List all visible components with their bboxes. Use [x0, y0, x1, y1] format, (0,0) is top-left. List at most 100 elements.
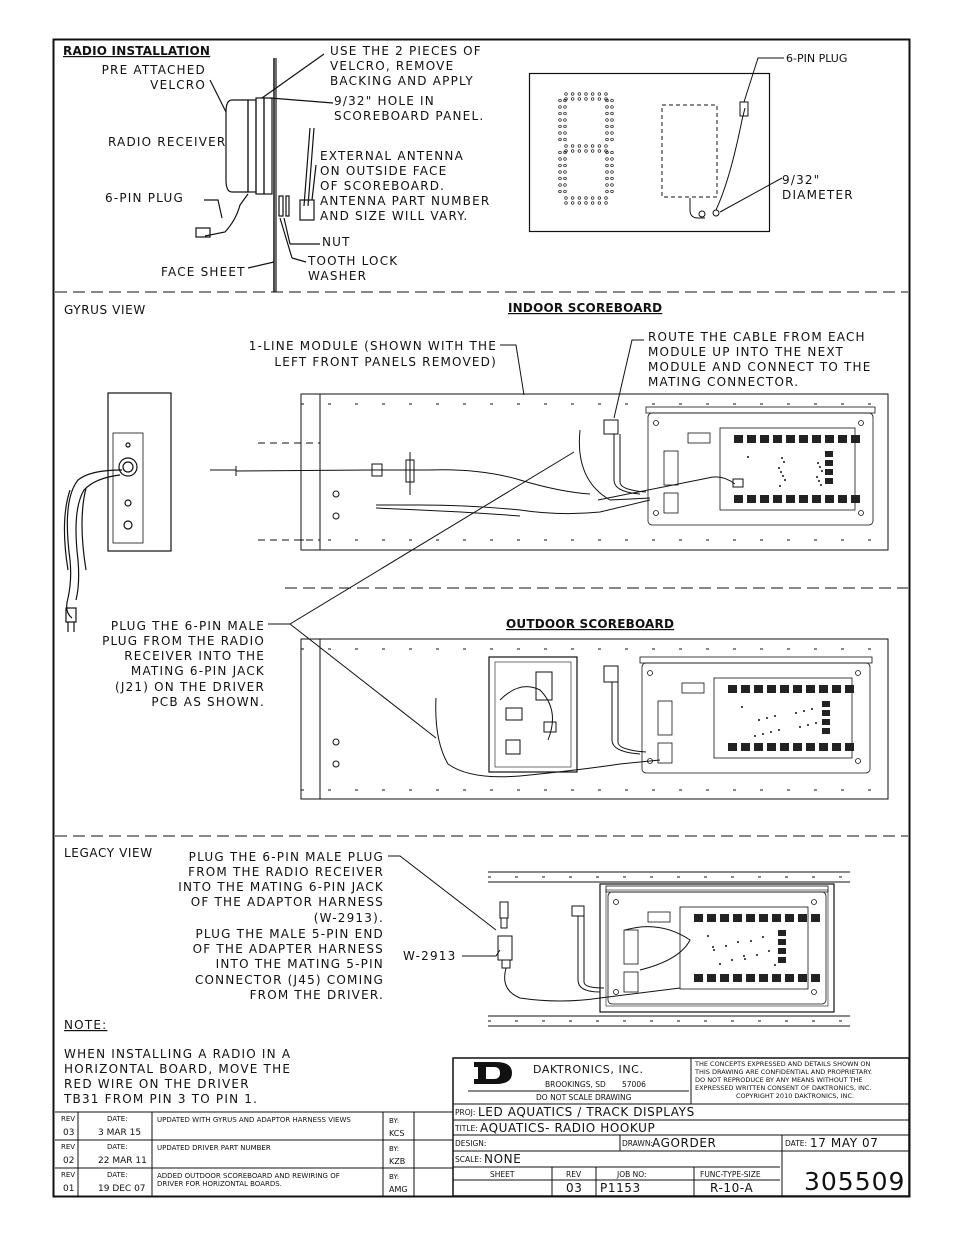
outdoor-driver-pcb: [639, 656, 873, 774]
washer-label-1: TOOTH LOCK: [307, 254, 398, 268]
drawn-by: AGORDER: [652, 1136, 716, 1150]
rev-date-label: DATE:: [107, 1171, 128, 1179]
digit-display: [558, 92, 614, 205]
velcro-label-2: VELCRO: [150, 78, 206, 92]
use-velcro-3: BACKING AND APPLY: [330, 74, 474, 88]
confidential-3: DO NOT REPRODUCE BY ANY MEANS WITHOUT TH…: [695, 1076, 863, 1084]
company-city: BROOKINGS, SD: [545, 1080, 606, 1089]
legacy-note-5: (W-2913).: [314, 911, 384, 925]
legacy-note-10: FROM THE DRIVER.: [250, 988, 384, 1002]
plug-label: 6-PIN PLUG: [105, 191, 184, 205]
confidential-1: THE CONCEPTS EXPRESSED AND DETAILS SHOWN…: [694, 1060, 871, 1068]
legacy-note-3: INTO THE MATING 6-PIN JACK: [178, 880, 384, 894]
rev-label: REV: [61, 1143, 75, 1151]
rev-label: REV: [61, 1115, 75, 1123]
proj-label: PROJ:: [455, 1108, 475, 1117]
legacy-note-8: INTO THE MATING 5-PIN: [216, 957, 384, 971]
outdoor-title: OUTDOOR SCOREBOARD: [506, 617, 674, 631]
plug-note-4: MATING 6-PIN JACK: [131, 664, 265, 678]
use-velcro-2: VELCRO, REMOVE: [330, 59, 454, 73]
indoor-title: INDOOR SCOREBOARD: [508, 301, 662, 315]
job-number: P1153: [600, 1181, 641, 1195]
legacy-note-7: OF THE ADAPTER HARNESS: [193, 942, 384, 956]
confidential-4: EXPRESSED WRITTEN CONSENT OF DAKTRONICS,…: [695, 1084, 871, 1092]
face-sheet-label: FACE SHEET: [161, 265, 246, 279]
rev-by: KCS: [389, 1129, 404, 1138]
title-block: DAKTRONICS, INC. BROOKINGS, SD 57006 THE…: [452, 1057, 910, 1197]
func-value: R-10-A: [710, 1181, 754, 1195]
antenna-label-4: ANTENNA PART NUMBER: [320, 194, 490, 208]
daktronics-logo-icon: [474, 1062, 512, 1084]
outdoor-cabinet: [300, 638, 889, 800]
note-line-2: HORIZONTAL BOARD, MOVE THE: [64, 1062, 291, 1076]
antenna-label-5: AND SIZE WILL VARY.: [320, 209, 468, 223]
date-label: DATE:: [785, 1139, 807, 1148]
plug-note-2: PLUG FROM THE RADIO: [102, 634, 265, 648]
legacy-note-6: PLUG THE MALE 5-PIN END: [195, 927, 384, 941]
hole-label-2: SCOREBOARD PANEL.: [334, 109, 484, 123]
note-line-4: TB31 FROM PIN 3 TO PIN 1.: [63, 1092, 258, 1106]
panel-front-view: 6-PIN PLUG 9/32" DIAMETER: [528, 52, 854, 233]
radio-receiver-box: [63, 392, 172, 632]
rev-description: UPDATED WITH GYRUS AND ADAPTOR HARNESS V…: [157, 1116, 351, 1124]
project-name: LED AQUATICS / TRACK DISPLAYS: [478, 1105, 695, 1119]
legacy-note-1: PLUG THE 6-PIN MALE PLUG: [189, 850, 384, 864]
use-velcro-1: USE THE 2 PIECES OF: [330, 44, 482, 58]
confidential-2: THIS DRAWING ARE CONFIDENTIAL AND PROPRI…: [694, 1068, 872, 1076]
plug-note-5: (J21) ON THE DRIVER: [115, 680, 265, 694]
drawing-number: 305509: [804, 1167, 905, 1196]
rev-date: 3 MAR 15: [98, 1128, 141, 1138]
receiver-label: RADIO RECEIVER: [108, 135, 226, 149]
module-label-1: 1-LINE MODULE (SHOWN WITH THE: [249, 339, 497, 353]
indoor-driver-pcb: [645, 406, 876, 526]
diameter-label-1: 9/32": [782, 173, 820, 187]
plug-note-6: PCB AS SHOWN.: [151, 695, 265, 709]
gyrus-title: GYRUS VIEW: [64, 303, 146, 317]
module-label-2: LEFT FRONT PANELS REMOVED): [274, 355, 497, 369]
legacy-view-section: LEGACY VIEW PLUG THE 6-PIN MALE PLUG FRO…: [63, 846, 850, 1106]
legacy-title: LEGACY VIEW: [64, 846, 153, 860]
note-line-1: WHEN INSTALLING A RADIO IN A: [64, 1047, 291, 1061]
note-line-3: RED WIRE ON THE DRIVER: [64, 1077, 250, 1091]
do-not-scale: DO NOT SCALE DRAWING: [536, 1093, 632, 1102]
washer-label-2: WASHER: [308, 269, 367, 283]
diameter-label-2: DIAMETER: [782, 188, 854, 202]
rev-date-label: DATE:: [107, 1115, 128, 1123]
rev-by-label: BY:: [389, 1117, 399, 1125]
route-label-1: ROUTE THE CABLE FROM EACH: [648, 330, 866, 344]
rev-date: 22 MAR 11: [98, 1156, 147, 1166]
indoor-cabinet: [210, 393, 889, 551]
sheet-label: SHEET: [490, 1170, 515, 1179]
rev-number: 01: [63, 1184, 74, 1194]
legacy-cabinet: [388, 855, 850, 1027]
rev-date: 19 DEC 07: [98, 1184, 146, 1194]
panel-plug-label: 6-PIN PLUG: [786, 52, 847, 65]
radio-installation-section: RADIO INSTALLATION PRE ATTACHED VELCRO R…: [63, 44, 854, 292]
rev-by: KZB: [389, 1157, 405, 1166]
rev-number: 03: [63, 1128, 74, 1138]
legacy-note-4: OF THE ADAPTOR HARNESS: [191, 895, 384, 909]
rev-number: 02: [63, 1156, 74, 1166]
plug-note-3: RECEIVER INTO THE: [124, 649, 265, 663]
rev-by-label: BY:: [389, 1145, 399, 1153]
radio-title: RADIO INSTALLATION: [63, 44, 210, 58]
route-label-4: MATING CONNECTOR.: [648, 375, 799, 389]
confidential-5: COPYRIGHT 2010 DAKTRONICS, INC.: [736, 1092, 854, 1100]
drawing-title: AQUATICS- RADIO HOOKUP: [480, 1121, 655, 1135]
drawn-date: 17 MAY 07: [810, 1136, 879, 1150]
legacy-note-2: FROM THE RADIO RECEIVER: [188, 865, 384, 879]
sheet-border: [52, 38, 911, 1198]
nut-label: NUT: [322, 235, 351, 249]
rev-description: UPDATED DRIVER PART NUMBER: [157, 1144, 271, 1152]
company-name: DAKTRONICS, INC.: [533, 1063, 644, 1076]
rev-label: REV: [566, 1170, 582, 1179]
job-label: JOB NO:: [616, 1170, 647, 1179]
antenna-label-1: EXTERNAL ANTENNA: [320, 149, 464, 163]
velcro-label-1: PRE ATTACHED: [102, 63, 206, 77]
scale-label: SCALE:: [455, 1155, 482, 1164]
rev-value: 03: [566, 1181, 582, 1195]
rev-by: AMG: [389, 1185, 408, 1194]
func-label: FUNC-TYPE-SIZE: [700, 1170, 761, 1179]
rev-description: DRIVER FOR HORIZONTAL BOARDS.: [157, 1180, 282, 1188]
